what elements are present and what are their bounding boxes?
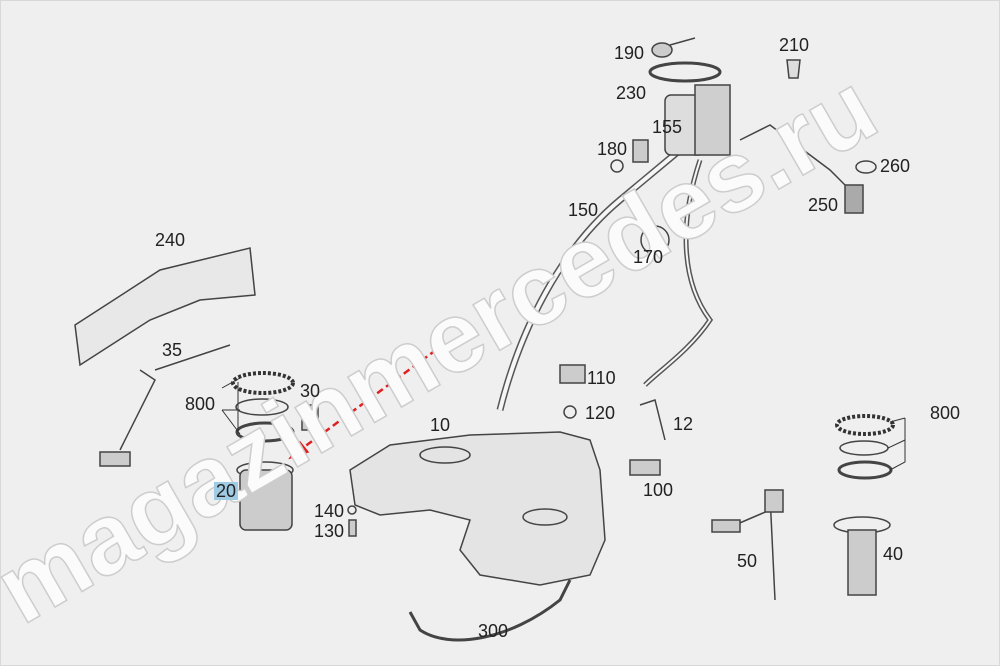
part-label-180[interactable]: 180	[597, 139, 628, 159]
part-label-110[interactable]: 110	[587, 368, 616, 388]
part-label-170[interactable]: 170	[633, 247, 664, 267]
part-label-140[interactable]: 140	[314, 501, 345, 521]
part-label-210[interactable]: 210	[779, 35, 810, 55]
part-label-155[interactable]: 155	[652, 117, 683, 137]
part-label-260[interactable]: 260	[880, 156, 911, 176]
part-label-50[interactable]: 50	[737, 551, 758, 571]
part-label-240[interactable]: 240	[155, 230, 186, 250]
part-label-12[interactable]: 12	[673, 414, 694, 434]
red-arrow	[299, 348, 437, 452]
heat-shield	[74, 247, 256, 367]
part-label-800-right[interactable]: 800	[930, 403, 961, 423]
part-label-100[interactable]: 100	[643, 480, 674, 500]
part-label-250[interactable]: 250	[808, 195, 839, 215]
part-label-35[interactable]: 35	[162, 340, 183, 360]
fuel-tank	[349, 431, 606, 586]
part-label-130[interactable]: 130	[314, 521, 345, 541]
part-label-120[interactable]: 120	[585, 403, 616, 423]
tank-strap	[408, 579, 572, 642]
part-label-150[interactable]: 150	[568, 200, 599, 220]
part-label-40[interactable]: 40	[883, 544, 904, 564]
part-label-30[interactable]: 30	[300, 381, 321, 401]
part-label-230[interactable]: 230	[616, 83, 647, 103]
part-label-300[interactable]: 300	[478, 621, 509, 641]
part-label-10[interactable]: 10	[430, 415, 451, 435]
part-label-20-highlighted[interactable]: 20	[214, 481, 239, 501]
part-label-800-left[interactable]: 800	[185, 394, 216, 414]
part-label-190[interactable]: 190	[614, 43, 645, 63]
